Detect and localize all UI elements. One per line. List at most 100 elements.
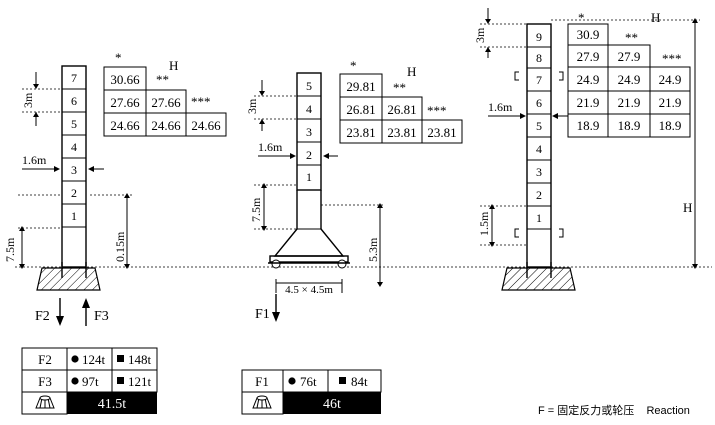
capacity-cell: 21.9 [577, 95, 600, 110]
left-foundation [36, 267, 101, 291]
mid-dim-base-size: 4.5 × 4.5m [285, 284, 333, 296]
capacity-cell: 27.9 [618, 49, 641, 64]
star-1: * [115, 50, 122, 65]
left-weight-bar [67, 392, 157, 414]
circle-icon [288, 377, 296, 385]
right-mast [526, 23, 552, 268]
capacity-cell: 21.9 [659, 95, 682, 110]
mid-base [269, 255, 349, 263]
mid-mast [296, 72, 322, 191]
capacity-cell: 23.81 [427, 125, 456, 140]
right-dim-1-5m: 1.5m [477, 211, 491, 236]
left-dim-3m: 3m [21, 92, 35, 108]
left-section-label: 6 [71, 94, 77, 108]
right-section-label: 8 [536, 51, 542, 65]
square-icon [117, 355, 124, 362]
f2-label: F2 [35, 309, 50, 324]
left-section-label: 3 [71, 163, 77, 177]
left-section-label: 7 [71, 71, 77, 85]
mid-crane: 5 4 3 2 1 3m 1.6m 7.5m [245, 58, 463, 322]
left-dim-7-5m: 7.5m [3, 237, 17, 262]
capacity-cell: 26.81 [387, 102, 416, 117]
mid-dim-7-5m: 7.5m [249, 197, 263, 222]
left-section-label: 1 [71, 209, 77, 223]
left-section-label: 4 [71, 140, 77, 154]
capacity-cell: 30.66 [110, 72, 140, 87]
reaction-value: 124t [82, 352, 106, 367]
capacity-cell: 24.9 [577, 72, 600, 87]
left-mast [61, 65, 87, 268]
capacity-cell: 27.66 [151, 95, 181, 110]
capacity-cell: 24.9 [659, 72, 682, 87]
mid-section-label: 1 [306, 170, 312, 184]
counterweight-icon [35, 395, 55, 409]
capacity-cell: 24.9 [618, 72, 641, 87]
left-dim-1-6m: 1.6m [22, 153, 47, 167]
capacity-cell: 24.66 [191, 118, 221, 133]
left-reaction-table: F2 124t 148t F3 97t 121t 41.5t [21, 347, 158, 415]
circle-icon [71, 355, 79, 363]
capacity-cell: 18.9 [577, 118, 600, 133]
reaction-value: 76t [300, 374, 317, 389]
counterweight-icon [252, 395, 272, 409]
right-crane: 9 8 7 6 5 4 3 2 1 3m 1.6m [473, 8, 700, 291]
right-dim-3m: 3m [473, 27, 487, 43]
star-2: ** [156, 72, 169, 87]
star-3: *** [662, 51, 682, 66]
f1-label: F1 [255, 307, 270, 322]
h-label: H [651, 10, 660, 25]
mid-weight-value: 46t [323, 397, 341, 412]
right-dim-h: H [683, 200, 692, 215]
mid-reaction-table: F1 76t 84t 46t [241, 369, 382, 415]
mid-capacity-table: * H ** *** 29.81 26.81 26.81 23.81 23.81… [339, 58, 463, 144]
capacity-cell: 30.9 [577, 27, 600, 42]
right-capacity-table: * H ** *** 30.9 27.9 27.9 24.9 24.9 24.9… [567, 10, 691, 138]
circle-icon [71, 377, 79, 385]
capacity-cell: 24.66 [110, 118, 140, 133]
right-section-label: 7 [536, 73, 542, 87]
right-section-label: 6 [536, 96, 542, 110]
left-section-label: 5 [71, 117, 77, 131]
left-capacity-table: * H ** *** 30.66 27.66 27.66 24.66 24.66… [103, 50, 227, 137]
capacity-cell: 26.81 [346, 102, 375, 117]
star-1: * [578, 10, 585, 25]
f3-label: F3 [94, 309, 109, 324]
capacity-cell: 27.66 [110, 95, 140, 110]
square-icon [117, 377, 124, 384]
mid-weight-bar [283, 392, 381, 414]
mid-section-label: 5 [306, 79, 312, 93]
reaction-label: F1 [255, 374, 269, 389]
mid-dim-1-6m: 1.6m [258, 140, 283, 154]
right-section-label: 4 [536, 142, 542, 156]
capacity-cell: 18.9 [618, 118, 641, 133]
reaction-label: F2 [38, 352, 52, 367]
star-1: * [350, 58, 357, 73]
right-section-label: 9 [536, 30, 542, 44]
star-2: ** [625, 30, 638, 45]
square-icon [339, 377, 346, 384]
capacity-cell: 23.81 [387, 125, 416, 140]
right-dim-1-6m: 1.6m [488, 100, 513, 114]
mid-section-label: 3 [306, 125, 312, 139]
star-3: *** [427, 103, 447, 118]
star-2: ** [393, 80, 406, 95]
mid-section-label: 2 [306, 148, 312, 162]
capacity-cell: 27.9 [577, 49, 600, 64]
reaction-label: F3 [38, 374, 52, 389]
reaction-value: 121t [128, 374, 152, 389]
reaction-value: 84t [351, 374, 368, 389]
left-section-label: 2 [71, 186, 77, 200]
mid-section-label: 4 [306, 102, 312, 116]
mid-dim-5-3m: 5.3m [366, 237, 380, 262]
left-dim-0-15m: 0.15m [113, 231, 127, 262]
reaction-note: F = 固定反力或轮压 Reaction [538, 403, 690, 417]
right-section-label: 1 [536, 211, 542, 225]
h-label: H [407, 64, 416, 79]
right-section-label: 5 [536, 119, 542, 133]
left-weight-value: 41.5t [98, 397, 127, 412]
capacity-cell: 23.81 [346, 125, 375, 140]
capacity-cell: 18.9 [659, 118, 682, 133]
right-section-label: 2 [536, 188, 542, 202]
